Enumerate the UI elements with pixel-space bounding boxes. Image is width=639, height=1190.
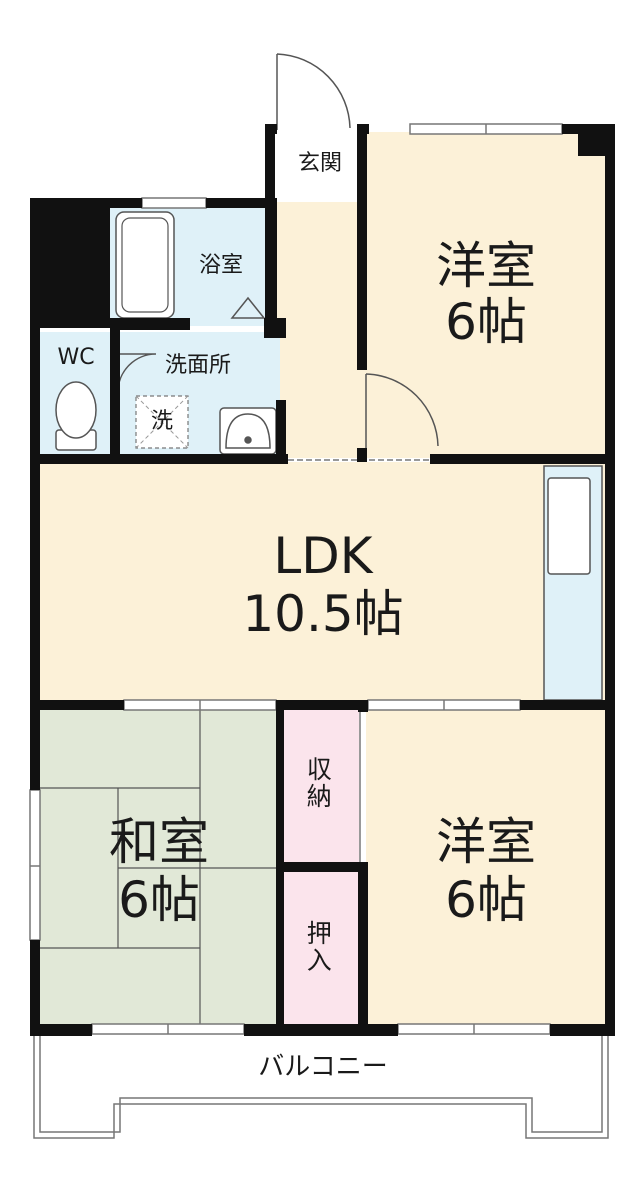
- ldk-floor: [40, 462, 606, 702]
- japanese-room-name: 和室: [109, 813, 209, 871]
- storage-floor: [282, 708, 360, 864]
- entrance-door-icon: [276, 53, 351, 130]
- bedroom-door-icon: [365, 373, 439, 448]
- storage-label: 収納: [303, 756, 333, 810]
- bathroom-label: 浴室: [198, 253, 243, 278]
- balcony-label: バルコニー: [258, 1052, 388, 1082]
- washbasin-icon: [219, 407, 277, 455]
- toilet-icon: [55, 381, 97, 451]
- western-room-top-size: 6帖: [445, 293, 527, 351]
- bath-step-icon: [230, 296, 266, 319]
- tatami-lines: [40, 708, 278, 1026]
- balcony-railing: [33, 1036, 609, 1139]
- closet-label: 押入: [303, 920, 333, 974]
- genkan-label: 玄関: [297, 151, 342, 176]
- western-room-top-name: 洋室: [436, 237, 536, 295]
- western-room-bottom-size: 6帖: [445, 871, 527, 929]
- japanese-room-size: 6帖: [118, 871, 200, 929]
- walls: [30, 124, 615, 1036]
- western-room-bottom-floor: [366, 708, 606, 1026]
- washroom-label: 洗面所: [164, 353, 231, 378]
- western-room-bottom-name: 洋室: [436, 813, 536, 871]
- ldk-size: 10.5帖: [242, 585, 404, 643]
- wc-label: WC: [57, 345, 95, 370]
- western-room-top-floor: [365, 132, 607, 458]
- japanese-room-floor: [40, 708, 278, 1026]
- ldk-name: LDK: [273, 527, 373, 585]
- washer-label: 洗: [150, 409, 173, 434]
- closet-floor: [282, 870, 360, 1026]
- sink: [547, 477, 591, 575]
- bathtub-icon: [115, 211, 175, 319]
- genkan-floor: [273, 132, 365, 202]
